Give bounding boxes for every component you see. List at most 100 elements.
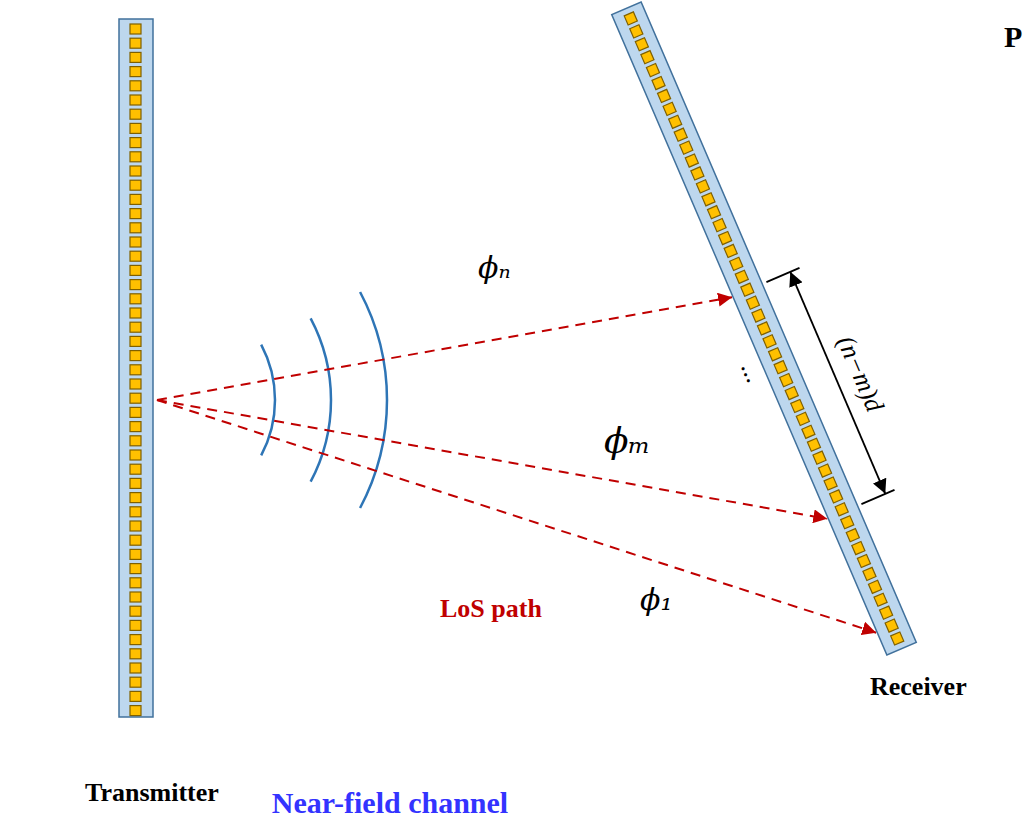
array-outline <box>118 18 154 718</box>
antenna-element <box>796 412 809 425</box>
array-label: Receiver <box>870 672 967 702</box>
caption: Near-field channel <box>272 786 508 820</box>
array-panel <box>119 19 153 717</box>
antenna-element <box>130 677 141 687</box>
antenna-element <box>707 206 720 219</box>
antenna-element <box>130 138 141 148</box>
antenna-element <box>130 507 141 517</box>
dimension-label: (n−m)d <box>830 331 889 416</box>
antenna-element <box>830 490 843 503</box>
antenna-element <box>130 564 141 574</box>
antenna-element <box>685 154 698 167</box>
antenna-element <box>130 592 141 602</box>
antenna-element <box>130 38 141 48</box>
antenna-element <box>130 620 141 630</box>
antenna-element <box>130 578 141 588</box>
antenna-element <box>746 296 759 309</box>
antenna-element <box>130 478 141 488</box>
antenna-element <box>669 115 682 128</box>
antenna-element <box>763 335 776 348</box>
antenna-element <box>752 309 765 322</box>
antenna-element <box>130 691 141 701</box>
antenna-element <box>713 219 726 232</box>
antenna-element <box>674 128 687 141</box>
antenna-element <box>130 422 141 432</box>
antenna-element <box>852 542 865 555</box>
los-ray <box>157 400 876 633</box>
antenna-element <box>680 141 693 154</box>
array-outline <box>600 0 930 665</box>
antenna-element <box>130 535 141 545</box>
antenna-element <box>130 379 141 389</box>
antenna-element <box>741 283 754 296</box>
wavefronts <box>261 292 387 508</box>
antenna-element <box>130 251 141 261</box>
antenna-array: Transmitter <box>118 18 154 718</box>
wavefront-arc <box>311 318 331 481</box>
antenna-element <box>130 81 141 91</box>
antenna-element <box>130 95 141 105</box>
antenna-element <box>130 407 141 417</box>
antenna-element <box>874 593 887 606</box>
antenna-element <box>130 663 141 673</box>
antenna-element <box>835 503 848 516</box>
antenna-element <box>130 322 141 332</box>
antenna-element <box>630 25 643 38</box>
antenna-element <box>652 76 665 89</box>
antenna-element <box>130 109 141 119</box>
antenna-element <box>130 209 141 219</box>
antenna-element <box>130 649 141 659</box>
antenna-element <box>868 580 881 593</box>
antenna-element <box>130 549 141 559</box>
antenna-element <box>130 336 141 346</box>
antenna-element <box>130 52 141 62</box>
antenna-element <box>663 102 676 115</box>
antenna-element <box>885 619 898 632</box>
antenna-element <box>730 257 743 270</box>
antenna-element <box>791 399 804 412</box>
antenna-element <box>880 606 893 619</box>
cut-off-letter: P <box>1004 20 1022 54</box>
antenna-array: Receiver <box>600 0 930 665</box>
angle-symbol: ϕ₁ <box>640 582 672 617</box>
antenna-element <box>780 374 793 387</box>
antenna-element <box>719 231 732 244</box>
antenna-element <box>130 393 141 403</box>
antenna-element <box>130 706 141 716</box>
wavefront-arc <box>360 292 387 508</box>
antenna-element <box>130 294 141 304</box>
antenna-element <box>130 223 141 233</box>
antenna-element <box>130 237 141 247</box>
antenna-element <box>130 265 141 275</box>
path-label: LoS path <box>440 594 542 624</box>
antenna-element <box>130 67 141 77</box>
antenna-element <box>735 270 748 283</box>
antenna-element <box>130 635 141 645</box>
los-ray <box>157 400 827 519</box>
antenna-element <box>130 493 141 503</box>
antenna-element <box>130 351 141 361</box>
antenna-element <box>802 425 815 438</box>
antenna-element <box>857 554 870 567</box>
antenna-element <box>130 521 141 531</box>
antenna-element <box>130 166 141 176</box>
antenna-element <box>774 361 787 374</box>
antenna-element <box>757 322 770 335</box>
antenna-element <box>702 193 715 206</box>
antenna-element <box>785 386 798 399</box>
antenna-element <box>624 12 637 25</box>
angle-symbol: ϕₘ <box>604 420 651 461</box>
wavefront-arc <box>261 345 275 456</box>
antenna-element <box>130 606 141 616</box>
antenna-element <box>130 152 141 162</box>
antenna-element <box>807 438 820 451</box>
antenna-element <box>658 89 671 102</box>
array-panel <box>612 2 917 655</box>
antenna-element <box>130 450 141 460</box>
antenna-element <box>130 123 141 133</box>
antenna-element <box>691 167 704 180</box>
antenna-element <box>646 64 659 77</box>
antenna-element <box>891 632 904 645</box>
